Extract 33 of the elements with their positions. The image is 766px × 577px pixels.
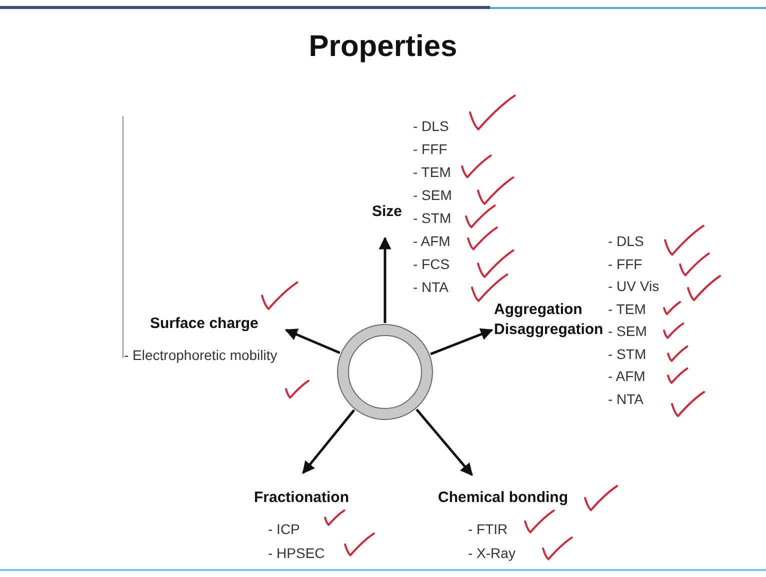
method-item: - Electrophoretic mobility <box>124 346 278 364</box>
method-item: - SEM <box>608 322 647 340</box>
method-item: - X-Ray <box>468 544 516 562</box>
method-item: - AFM <box>608 367 646 385</box>
method-item: - FTIR <box>468 520 508 538</box>
arrow <box>284 328 340 354</box>
method-item: - FFF <box>608 254 642 272</box>
property-label: Size <box>372 202 406 222</box>
method-item: - SEM <box>413 186 452 204</box>
arrow <box>416 408 473 476</box>
arrow <box>302 409 356 474</box>
method-item: - NTA <box>608 390 644 408</box>
title: Properties <box>308 30 458 64</box>
property-label: Surface charge <box>150 314 260 334</box>
method-item: - STM <box>413 209 452 227</box>
method-item: - TEM <box>608 300 646 318</box>
method-item: - HPSEC <box>268 544 325 562</box>
method-item: - UV Vis <box>608 277 660 295</box>
method-item: - TEM <box>413 163 451 181</box>
method-item: - FFF <box>413 140 448 158</box>
arrow <box>378 236 392 323</box>
method-item: - ICP <box>268 520 300 538</box>
property-label: Aggregation Disaggregation <box>494 300 606 340</box>
method-item: - NTA <box>413 278 449 296</box>
ring-node <box>337 324 433 420</box>
arrow <box>430 328 494 356</box>
method-item: - DLS <box>608 232 644 250</box>
property-label: Chemical bonding <box>438 488 588 508</box>
method-item: - STM <box>608 344 646 362</box>
method-item: - DLS <box>413 117 449 135</box>
method-item: - AFM <box>413 232 450 250</box>
method-item: - FCS <box>413 255 450 273</box>
property-label: Fractionation <box>254 488 350 508</box>
